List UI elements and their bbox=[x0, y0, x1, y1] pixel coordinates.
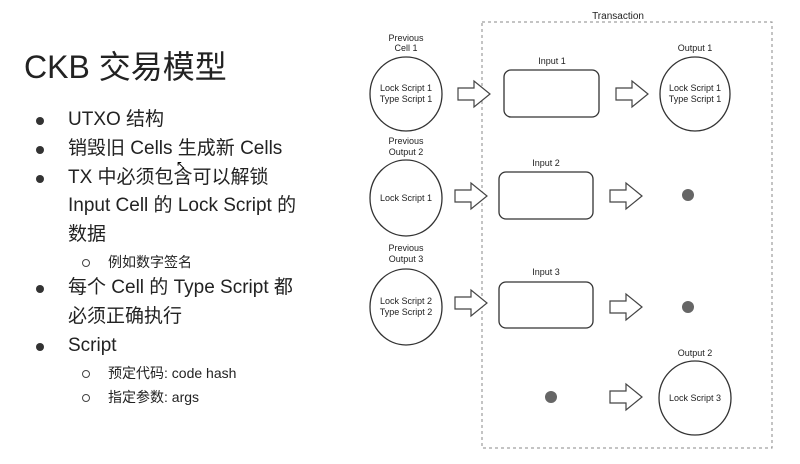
previous-output-2-subtitle: Output 2 bbox=[389, 147, 424, 157]
slide-title: CKB 交易模型 bbox=[24, 49, 227, 85]
sub-bullet-item: 预定代码: code hash bbox=[30, 361, 360, 385]
input-1-label: Input 1 bbox=[538, 56, 566, 66]
transaction-box bbox=[481, 21, 773, 449]
bullet-item-continuation: 数据 bbox=[68, 224, 107, 245]
previous-cell-1-subtitle: Cell 1 bbox=[394, 43, 417, 53]
output-1-label: Output 1 bbox=[678, 43, 713, 53]
previous-output-3-script: Lock Script 2 bbox=[380, 296, 432, 306]
output-2-label: Output 2 bbox=[678, 348, 713, 358]
empty-input-dot bbox=[545, 391, 557, 403]
output-1-circle bbox=[659, 56, 731, 132]
bullet-item: UTXO 结构 bbox=[30, 106, 360, 134]
input-1-box bbox=[503, 69, 600, 118]
empty-output-dot bbox=[682, 189, 694, 201]
output-2-circle bbox=[658, 360, 732, 436]
arrow-right-icon bbox=[454, 181, 488, 211]
input-2-box bbox=[498, 171, 594, 220]
arrow-right-icon bbox=[609, 181, 643, 211]
mouse-cursor-icon: ↖ bbox=[176, 158, 187, 172]
input-3-label: Input 3 bbox=[532, 267, 560, 277]
transaction-label: Transaction bbox=[592, 11, 644, 22]
arrow-right-icon bbox=[609, 382, 643, 412]
bullet-item: 每个 Cell 的 Type Script 都 bbox=[30, 274, 360, 302]
previous-output-2-title: Previous bbox=[388, 136, 424, 146]
output-1-script: Type Script 1 bbox=[669, 94, 722, 104]
previous-output-3-title: Previous bbox=[388, 243, 424, 253]
previous-output-3-circle bbox=[369, 268, 443, 346]
previous-cell-1-script: Type Script 1 bbox=[380, 94, 433, 104]
bullet-item: Script bbox=[30, 332, 360, 360]
previous-cell-1-circle bbox=[369, 56, 443, 132]
empty-output-dot bbox=[682, 301, 694, 313]
sub-bullet-item: 指定参数: args bbox=[30, 385, 360, 409]
bullet-item: 销毁旧 Cells 生成新 Cells bbox=[30, 135, 360, 163]
previous-cell-1-script: Lock Script 1 bbox=[380, 83, 432, 93]
previous-output-3-subtitle: Output 3 bbox=[389, 254, 424, 264]
output-1-script: Lock Script 1 bbox=[669, 83, 721, 93]
input-3-box bbox=[498, 281, 594, 329]
arrow-right-icon bbox=[457, 79, 491, 109]
previous-output-2-script: Lock Script 1 bbox=[380, 193, 432, 203]
previous-output-2-circle bbox=[369, 159, 443, 237]
bullet-item-continuation: 必须正确执行 bbox=[68, 306, 183, 327]
input-2-label: Input 2 bbox=[532, 158, 560, 168]
arrow-right-icon bbox=[454, 288, 488, 318]
output-2-script: Lock Script 3 bbox=[669, 393, 721, 403]
arrow-right-icon bbox=[615, 79, 649, 109]
sub-bullet-item: 例如数字签名 bbox=[30, 250, 360, 274]
bullet-item: TX 中必须包含可以解锁 bbox=[30, 164, 360, 192]
arrow-right-icon bbox=[609, 292, 643, 322]
previous-cell-1-title: Previous bbox=[388, 33, 424, 43]
bullet-list: UTXO 结构 销毁旧 Cells 生成新 Cells TX 中必须包含可以解锁… bbox=[30, 106, 360, 409]
bullet-item-continuation: Input Cell 的 Lock Script 的 bbox=[68, 195, 297, 216]
previous-output-3-script: Type Script 2 bbox=[380, 307, 433, 317]
